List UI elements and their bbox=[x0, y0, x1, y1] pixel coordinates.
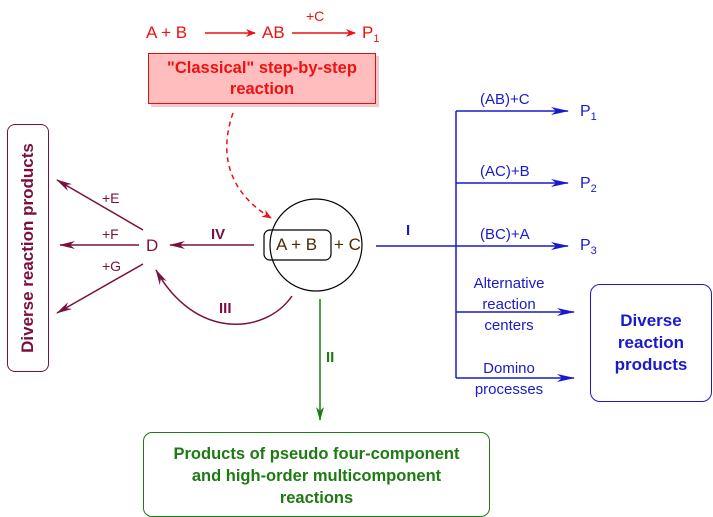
domino-line-2: processes bbox=[474, 381, 544, 398]
right-box-line-1: Diverse bbox=[620, 311, 682, 330]
alt-line-1: Alternative bbox=[473, 275, 545, 292]
product-p2: P2 bbox=[580, 175, 597, 195]
d-arrow-e bbox=[56, 179, 144, 231]
alternative-centers-label: Alternative reaction centers bbox=[459, 273, 559, 336]
multicomponent-products-box: Products of pseudo four-component and hi… bbox=[143, 432, 490, 517]
product-p1: P1 bbox=[580, 103, 597, 123]
classical-intermediate: AB bbox=[262, 23, 285, 42]
center-circle bbox=[269, 198, 363, 292]
green-box-line-3: reactions bbox=[279, 489, 354, 507]
ab-pair-box bbox=[263, 229, 332, 261]
alt-line-2: reaction bbox=[482, 296, 536, 313]
reagent-f: +F bbox=[102, 226, 119, 242]
classical-reactant: A + B bbox=[146, 23, 188, 42]
pathway-II-label: II bbox=[326, 349, 335, 366]
left-diverse-products-box: Diverse reaction products bbox=[7, 124, 49, 372]
branch-label-bc-a: (BC)+A bbox=[480, 226, 530, 243]
right-box-line-3: products bbox=[614, 355, 688, 374]
center-pair-label: A + B bbox=[276, 235, 318, 254]
d-arrow-g bbox=[56, 263, 144, 314]
green-box-line-1: Products of pseudo four-component bbox=[173, 445, 460, 463]
classical-product: P1 bbox=[362, 23, 380, 45]
pathway-IV-label: IV bbox=[211, 226, 226, 243]
domino-processes-label: Domino processes bbox=[459, 358, 559, 400]
reagent-g: +G bbox=[102, 258, 122, 274]
center-plus-c-label: + C bbox=[334, 235, 361, 254]
right-diverse-products-box: Diverse reaction products bbox=[590, 284, 712, 402]
left-box-label: Diverse reaction products bbox=[18, 143, 37, 353]
domino-line-1: Domino bbox=[483, 360, 535, 377]
intermediate-d: D bbox=[146, 236, 159, 255]
reagent-e: +E bbox=[102, 190, 120, 206]
branch-label-ac-b: (AC)+B bbox=[480, 163, 530, 180]
alt-line-3: centers bbox=[484, 317, 534, 334]
classical-box-label: "Classical" step-by-step reaction bbox=[167, 58, 357, 98]
branch-label-ab-c: (AB)+C bbox=[480, 91, 530, 108]
pathway-III-label: III bbox=[219, 300, 232, 317]
classical-to-center-dashed-arrow bbox=[226, 112, 272, 219]
green-box-line-2: and high-order multicomponent bbox=[191, 467, 442, 485]
classical-reaction-box: "Classical" step-by-step reaction bbox=[148, 53, 376, 104]
pathway-III-arc bbox=[155, 269, 293, 325]
classical-reagent: +C bbox=[306, 8, 325, 24]
pathway-I-label: I bbox=[406, 222, 411, 239]
product-p3: P3 bbox=[580, 237, 597, 257]
right-box-line-2: reaction bbox=[617, 333, 685, 352]
